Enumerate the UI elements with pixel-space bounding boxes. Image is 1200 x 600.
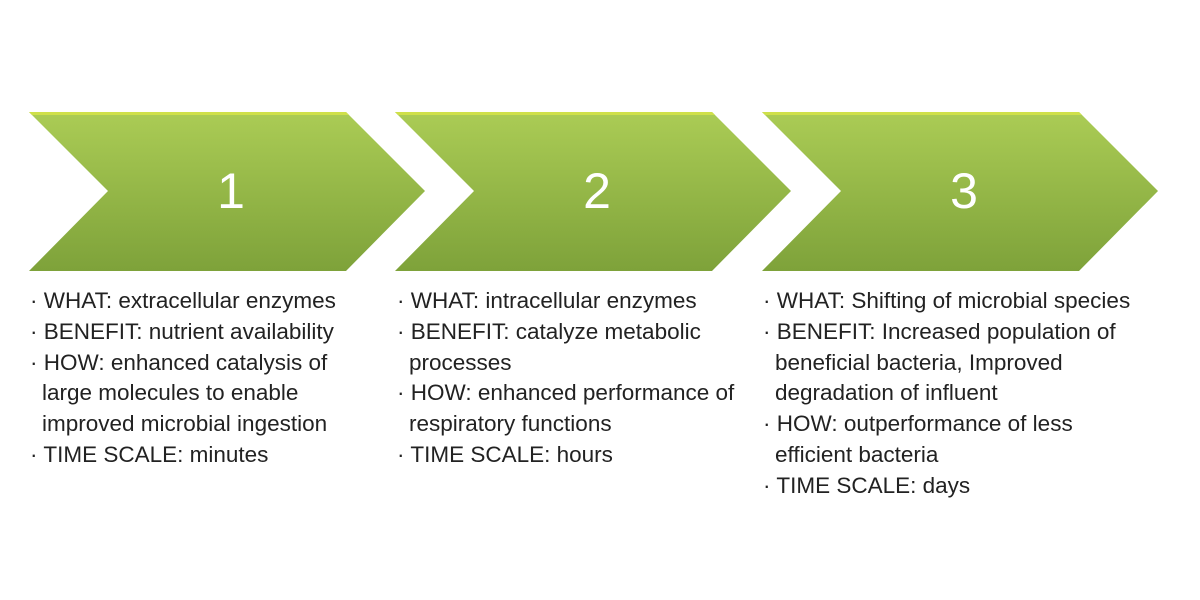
detail-time-scale: · TIME SCALE: hours (397, 441, 613, 467)
step-number: 1 (217, 163, 245, 219)
step-1-details: · WHAT: extracellular enzymes · BENEFIT:… (30, 286, 382, 471)
detail-benefit: · BENEFIT: nutrient availability (30, 318, 334, 344)
detail-what: · WHAT: intracellular enzymes (397, 288, 697, 313)
detail-how: · HOW: enhanced catalysis of large molec… (30, 349, 328, 437)
step-number: 3 (950, 163, 978, 219)
detail-what: · WHAT: extracellular enzymes (30, 288, 336, 313)
chevron-3: 3 (762, 112, 1158, 271)
detail-what: · WHAT: Shifting of microbial species (763, 288, 1131, 313)
detail-time-scale: · TIME SCALE: minutes (30, 441, 269, 467)
step-number: 2 (583, 163, 611, 219)
detail-benefit: · BENEFIT: Increased population of benef… (763, 318, 1116, 406)
detail-how: · HOW: outperformance of less efficient … (763, 411, 1073, 467)
chevron-1: 1 (29, 112, 425, 271)
step-3-details: · WHAT: Shifting of microbial species · … (763, 286, 1188, 502)
detail-time-scale: · TIME SCALE: days (763, 472, 971, 498)
chevron-2: 2 (395, 112, 791, 271)
step-2-details: · WHAT: intracellular enzymes · BENEFIT:… (397, 286, 757, 471)
detail-benefit: · BENEFIT: catalyze metabolic processes (397, 318, 701, 375)
detail-how: · HOW: enhanced performance of respirato… (397, 380, 735, 437)
